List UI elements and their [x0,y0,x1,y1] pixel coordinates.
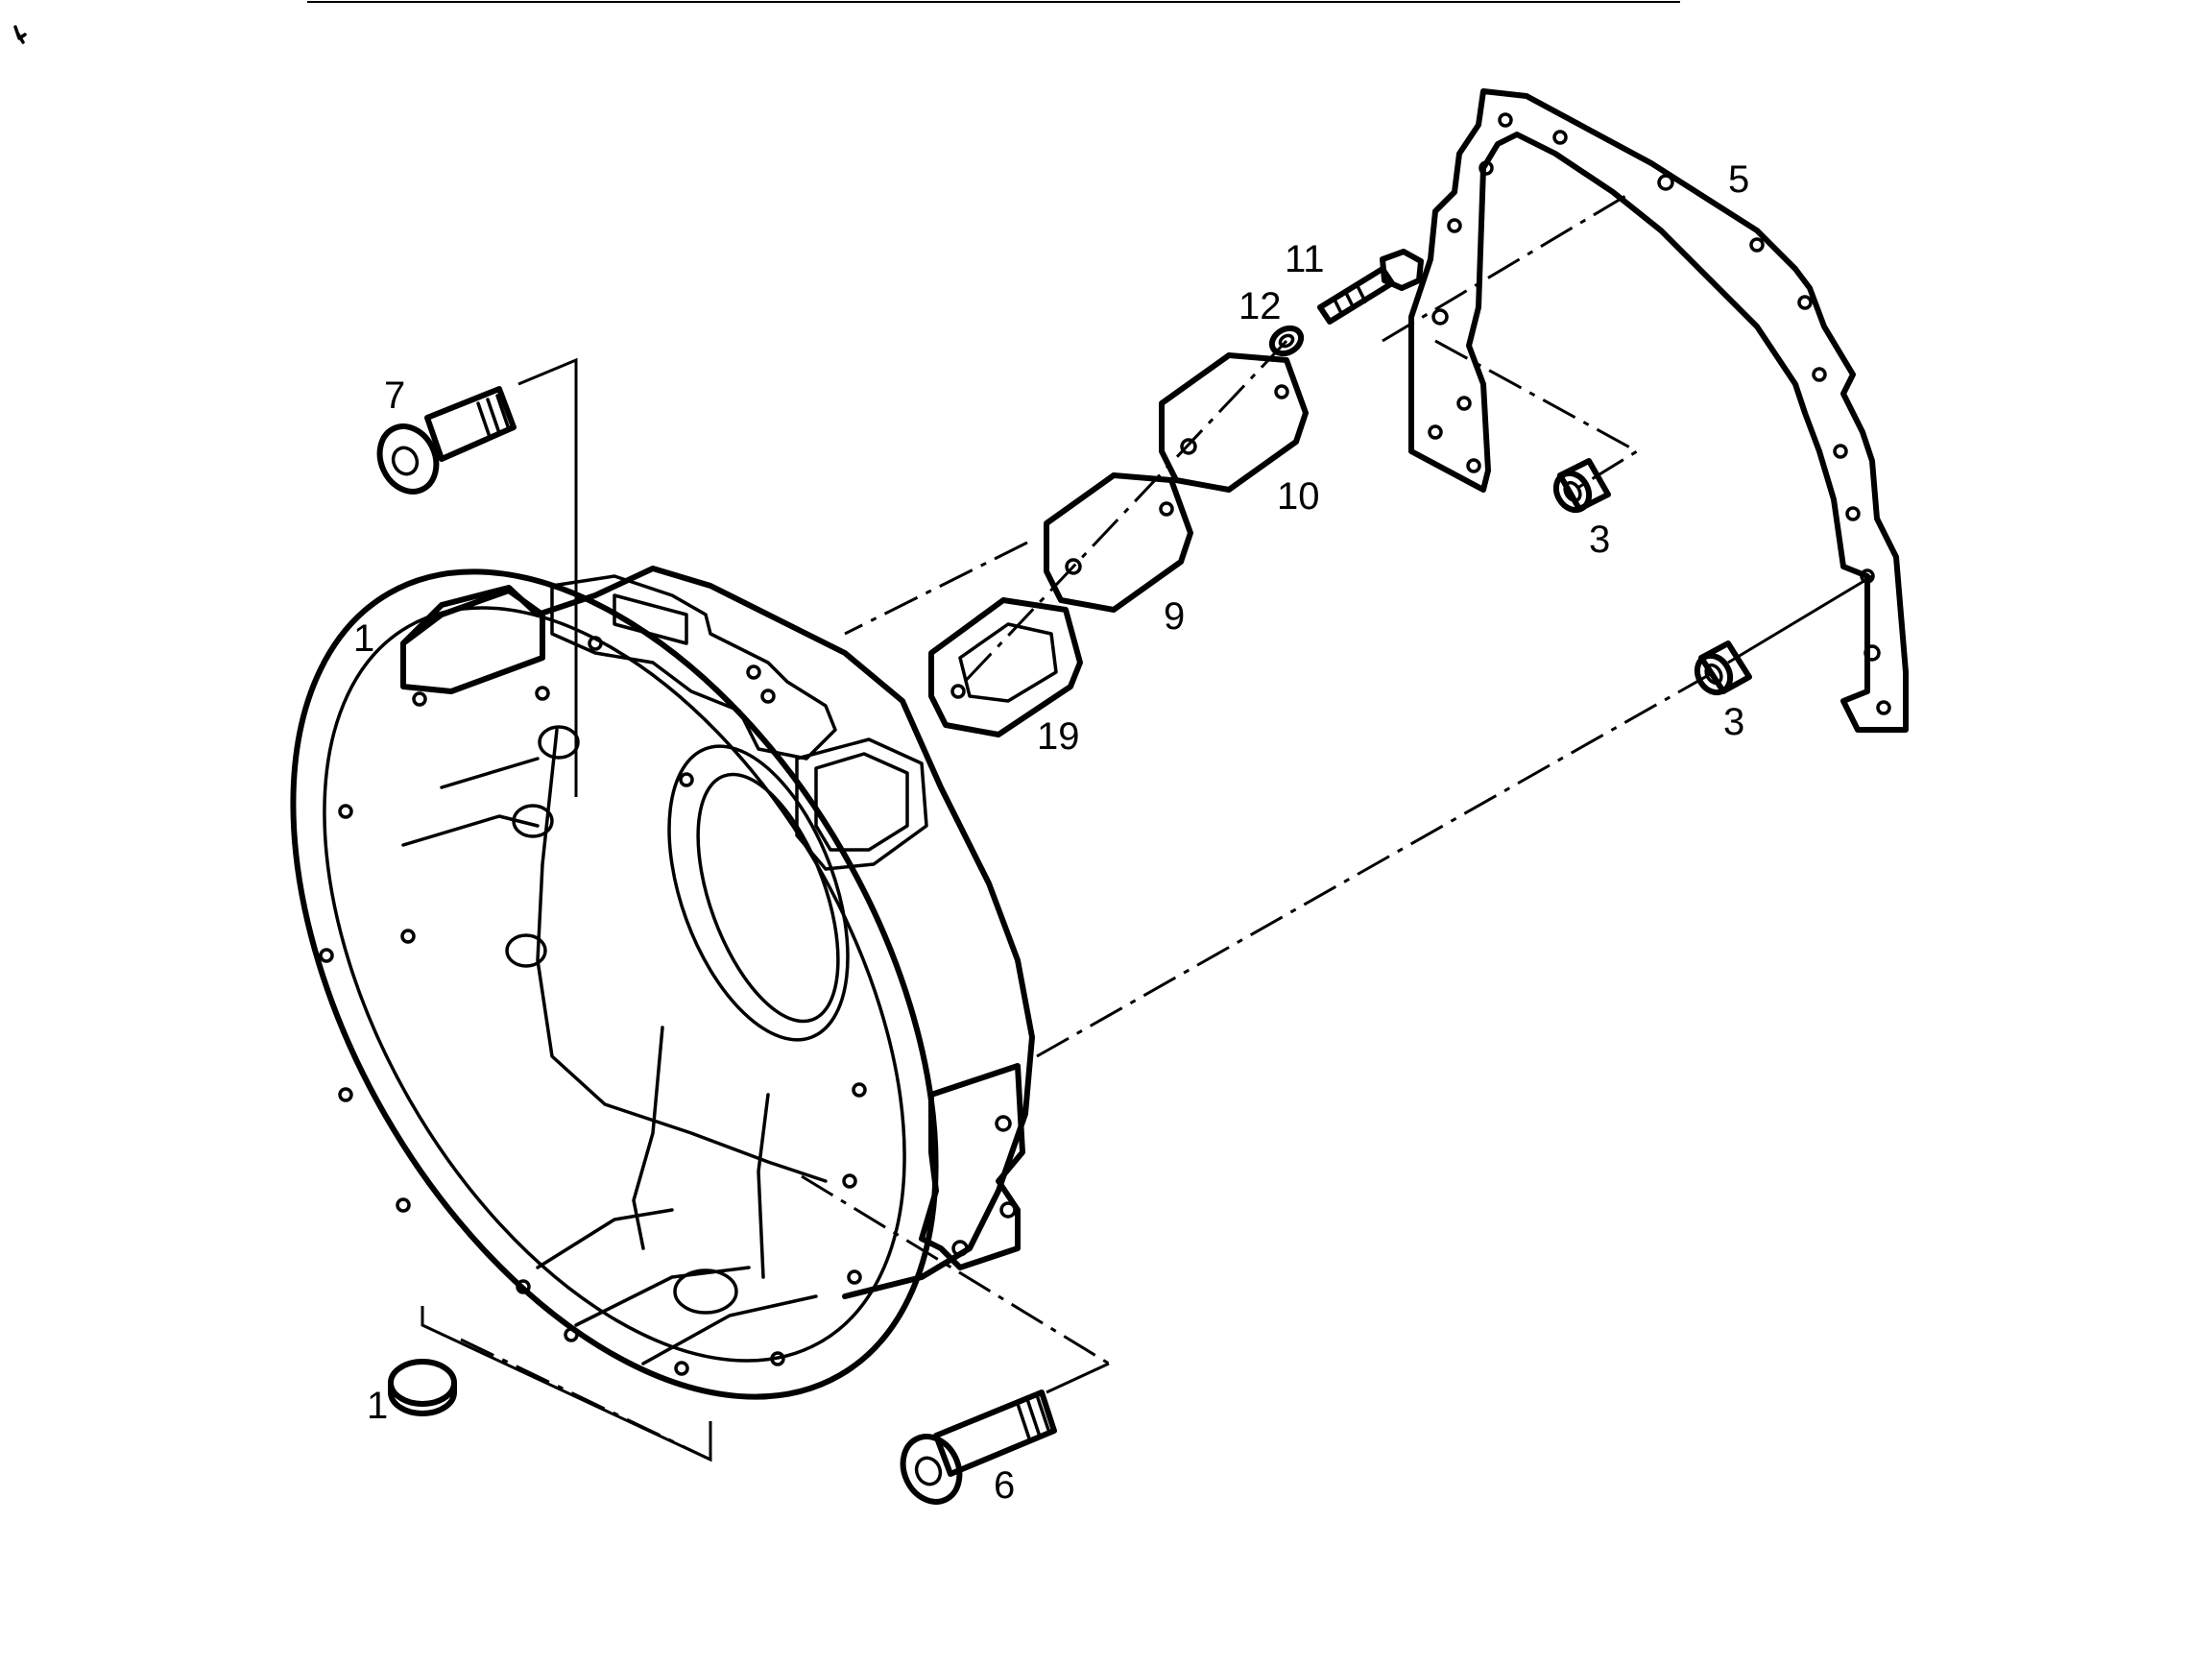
dowel-lower [1694,640,1752,696]
gasket-plate-holes [1428,112,1891,715]
corner-mark [13,25,27,44]
callout-washer: 12 [1238,285,1282,327]
callout-dowel-lower: 3 [1723,701,1744,743]
gasket-plate [1408,88,1909,733]
gasket-19 [928,597,1083,737]
cover-plate-9 [1044,472,1193,613]
callouts: 1 1 3 3 5 6 7 9 10 11 12 19 [353,158,1749,1507]
cover-plate-10 [1159,352,1309,493]
callout-screw-lower: 6 [994,1464,1015,1507]
callout-bell-housing: 1 [353,617,374,660]
screw-7 [376,386,517,495]
callout-plug: 1 [367,1385,388,1427]
flange-bolt-holes [319,636,1017,1376]
washer-12 [1268,325,1305,357]
assembly-lines [421,190,1873,1462]
callout-gasket: 19 [1037,715,1080,758]
plug [388,1359,457,1416]
callout-screw-upper: 7 [384,374,405,417]
dowel-upper [1552,458,1611,514]
callout-bolt: 11 [1285,238,1325,280]
callout-gasket-plate: 5 [1728,158,1749,201]
bell-housing [290,566,1035,1400]
callout-cover-plate: 9 [1164,595,1185,638]
screw-6 [900,1389,1057,1505]
callout-dowel-upper: 3 [1589,519,1610,561]
callout-cover-plate-outer: 10 [1277,475,1320,518]
bolt-11 [1317,249,1424,325]
